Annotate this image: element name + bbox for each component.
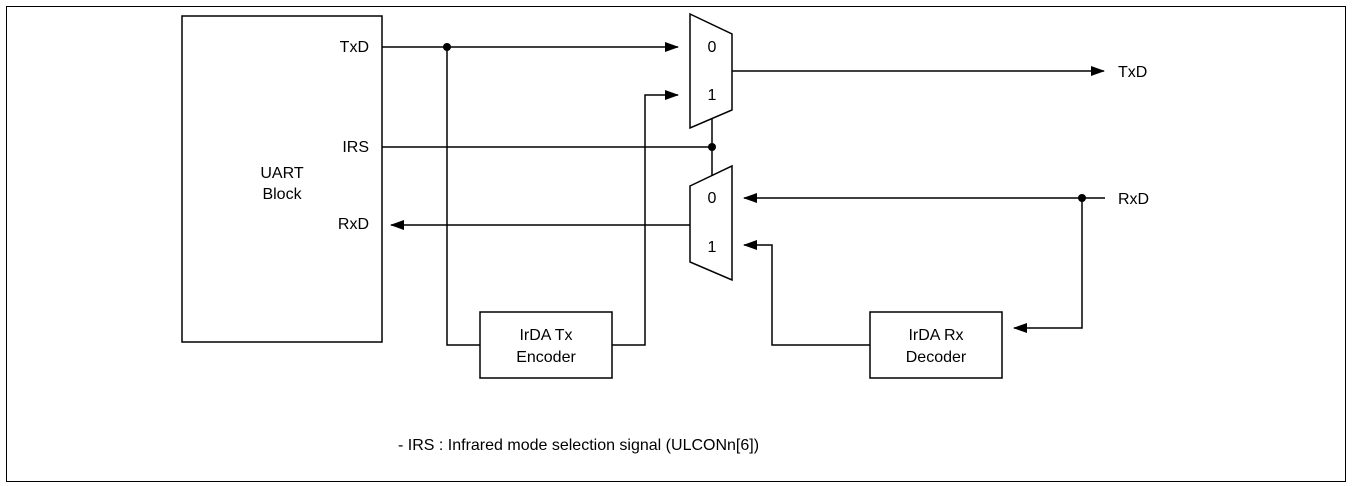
tx-mux [689, 12, 733, 130]
irda-tx-label-1: IrDA Tx [519, 327, 572, 344]
rxd-input-label: RxD [1118, 191, 1149, 208]
txd-output-label: TxD [1118, 64, 1147, 81]
irs-footnote: - IRS : Infrared mode selection signal (… [398, 437, 759, 454]
uart-block [181, 15, 383, 343]
txd-to-encoder-wire [446, 47, 480, 346]
irda-rx-label-2: Decoder [906, 349, 967, 366]
decoder-to-mux-wire [743, 240, 870, 346]
rx-mux [689, 164, 733, 282]
rxd-to-decoder-wire [1013, 198, 1083, 333]
uart-txd-label: TxD [340, 39, 369, 56]
encoder-to-mux-wire [612, 90, 679, 346]
irda-tx-label-2: Encoder [516, 349, 576, 366]
uart-block-label-1: UART [260, 165, 303, 182]
irda-rx-decoder [869, 311, 1003, 379]
uart-irs-label: IRS [342, 139, 369, 156]
uart-rxd-label: RxD [338, 216, 369, 233]
tx-mux-input-1: 1 [708, 87, 717, 104]
rx-mux-input-0: 0 [708, 190, 717, 207]
irda-tx-encoder [479, 311, 613, 379]
irda-rx-label-1: IrDA Rx [908, 327, 963, 344]
irs-junction-dot [708, 143, 716, 151]
tx-mux-input-0: 0 [708, 39, 717, 56]
rx-mux-input-1: 1 [708, 239, 717, 256]
uart-block-label-2: Block [262, 186, 302, 203]
